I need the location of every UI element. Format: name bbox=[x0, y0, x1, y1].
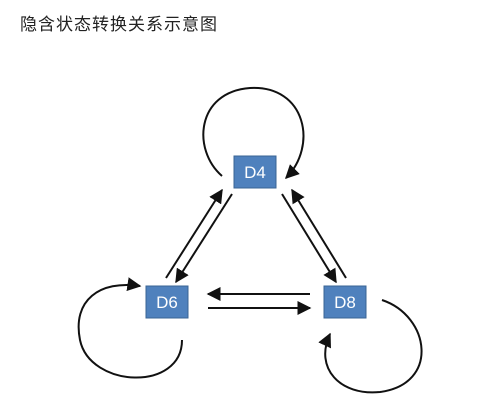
node-d6-label: D6 bbox=[156, 293, 178, 312]
node-d4-label: D4 bbox=[244, 163, 266, 182]
self-loop-d8 bbox=[318, 299, 423, 394]
arrow-d4-to-d8 bbox=[281, 193, 337, 284]
arrow-d6-to-d4 bbox=[165, 188, 223, 279]
arrow-d8-to-d4 bbox=[291, 188, 347, 279]
arrow-d4-to-d6 bbox=[175, 193, 233, 284]
page-title: 隐含状态转换关系示意图 bbox=[20, 15, 218, 35]
self-loop-d4 bbox=[202, 86, 305, 179]
self-loop-d6 bbox=[77, 277, 183, 379]
node-d6: D6 bbox=[145, 285, 189, 319]
node-d8-label: D8 bbox=[334, 293, 356, 312]
node-d4: D4 bbox=[233, 155, 277, 189]
node-d8: D8 bbox=[323, 285, 367, 319]
